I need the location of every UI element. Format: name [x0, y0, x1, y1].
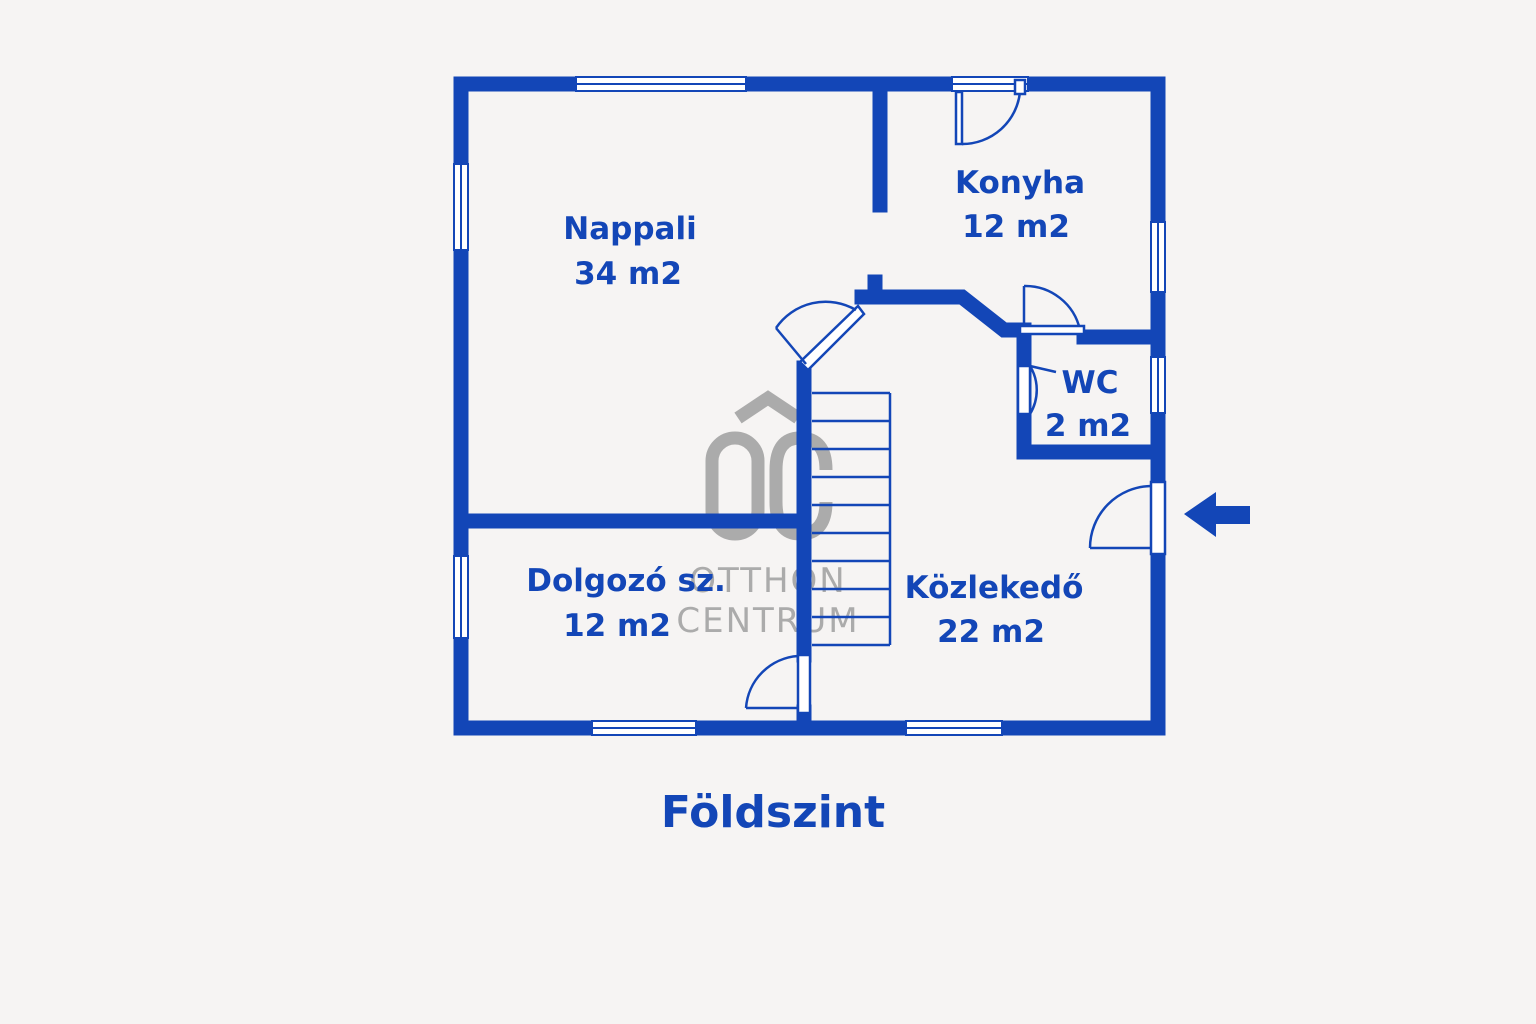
room-nappali-name: Nappali — [563, 211, 696, 247]
room-nappali-area: 34 m2 — [574, 256, 682, 292]
window-konyha-right — [1150, 221, 1166, 293]
room-konyha: Konyha 12 m2 — [955, 165, 1085, 245]
door-wc-upper — [1018, 284, 1086, 336]
room-kozlekedo-name: Közlekedő — [905, 570, 1084, 606]
room-konyha-name: Konyha — [955, 165, 1085, 201]
room-kozlekedo-area: 22 m2 — [937, 614, 1045, 650]
room-wc-name: WC — [1062, 365, 1119, 401]
room-nappali: Nappali 34 m2 — [563, 211, 696, 292]
room-dolgozo-name: Dolgozó sz. — [526, 563, 726, 599]
door-entrance — [1088, 480, 1167, 556]
floor-title: Földszint — [661, 787, 885, 838]
room-kozlekedo: Közlekedő 22 m2 — [905, 570, 1084, 650]
doors — [744, 78, 1167, 715]
window-nappali-left — [453, 163, 469, 251]
wall-konyha-kozlekedo — [854, 289, 1032, 338]
window-kozlekedo-bottom — [905, 720, 1003, 736]
door-konyha-entry — [954, 78, 1027, 146]
watermark-line2: CENTRUM — [676, 601, 859, 641]
window-wc-right — [1150, 356, 1166, 414]
watermark: OTTHON CENTRUM — [676, 390, 859, 641]
room-wc: WC 2 m2 — [1045, 365, 1131, 444]
window-nappali-top — [575, 76, 747, 92]
window-dolgozo-bottom — [591, 720, 697, 736]
room-wc-area: 2 m2 — [1045, 408, 1131, 444]
watermark-logo — [705, 390, 833, 541]
door-dolgozo — [744, 653, 812, 715]
watermark-line1: OTTHON — [689, 561, 846, 601]
door-nappali — [774, 300, 866, 372]
staircase — [812, 391, 892, 647]
room-dolgozo: Dolgozó sz. 12 m2 — [526, 563, 726, 644]
room-konyha-area: 12 m2 — [962, 209, 1070, 245]
room-dolgozo-area: 12 m2 — [563, 608, 671, 644]
door-wc — [1016, 364, 1057, 416]
windows — [453, 76, 1166, 736]
window-dolgozo-left — [453, 555, 469, 639]
arrow-left-icon — [1184, 492, 1250, 537]
window-konyha-top — [951, 76, 1029, 92]
